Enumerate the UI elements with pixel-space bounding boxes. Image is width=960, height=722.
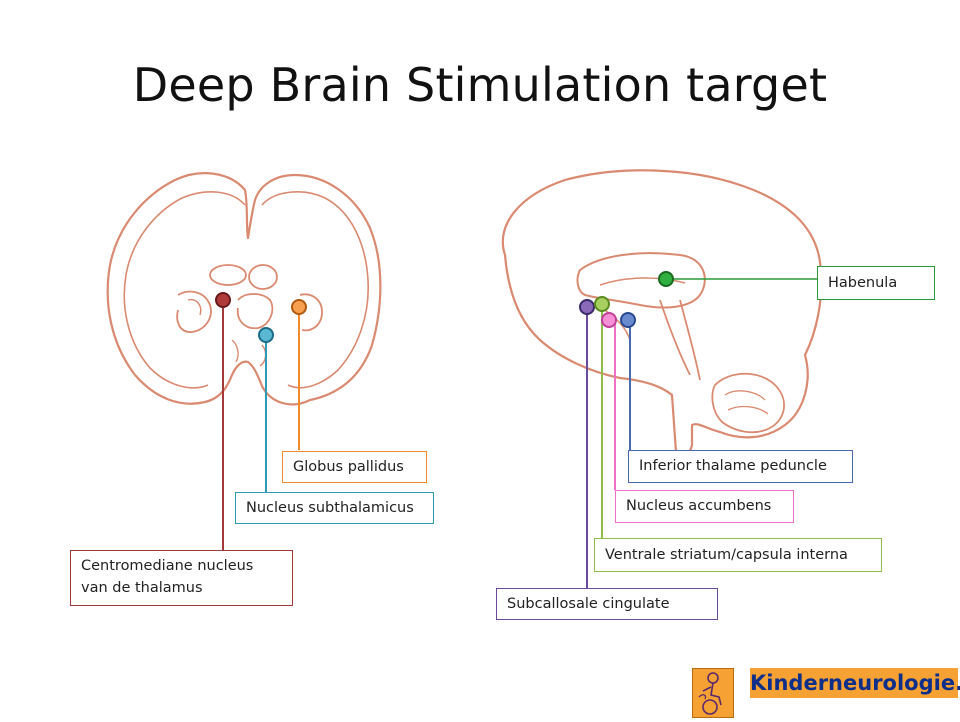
wheelchair-figure-icon (698, 672, 722, 715)
globus-pallidus-text: Globus pallidus (293, 459, 404, 475)
globus-pallidus-label: Globus pallidus (282, 451, 427, 483)
page-title: Deep Brain Stimulation target (132, 58, 828, 112)
subcallosale-cingulate-text: Subcallosale cingulate (507, 596, 670, 612)
ventrale-marker (594, 296, 610, 312)
accumbens-marker (601, 312, 617, 328)
logo-icon (692, 668, 734, 718)
nucleus-accumbens-label: Nucleus accumbens (615, 490, 794, 523)
nucleus-subthalamicus-label: Nucleus subthalamicus (235, 492, 434, 524)
ventrale-striatum-label: Ventrale striatum/capsula interna (594, 538, 882, 572)
target-markers (215, 271, 674, 343)
coronal-brain-drawing (106, 172, 382, 406)
logo-text[interactable]: Kinderneurologie.eu (750, 668, 960, 698)
inferior-thalame-peduncle-text: Inferior thalame peduncle (639, 458, 827, 474)
inferior-marker (620, 312, 636, 328)
subcallosale-marker (579, 299, 595, 315)
subcallosale-cingulate-label: Subcallosale cingulate (496, 588, 718, 620)
sagittal-brain-drawing (501, 169, 823, 457)
centromediane-text-line2: van de thalamus (81, 580, 203, 596)
leader-lines (222, 278, 817, 588)
habenula-text: Habenula (828, 275, 898, 291)
nucleus-accumbens-text: Nucleus accumbens (626, 498, 772, 514)
inferior-thalame-peduncle-label: Inferior thalame peduncle (628, 450, 853, 483)
habenula-marker (658, 271, 674, 287)
globus-marker (291, 299, 307, 315)
nucleus-subthalamicus-text: Nucleus subthalamicus (246, 500, 414, 516)
subthalamicus-marker (258, 327, 274, 343)
centromediane-label: Centromediane nucleus van de thalamus (70, 550, 293, 606)
habenula-label: Habenula (817, 266, 935, 300)
ventrale-striatum-text: Ventrale striatum/capsula interna (605, 547, 848, 563)
centromediane-text-line1: Centromediane nucleus (81, 558, 254, 574)
centromediane-marker (215, 292, 231, 308)
